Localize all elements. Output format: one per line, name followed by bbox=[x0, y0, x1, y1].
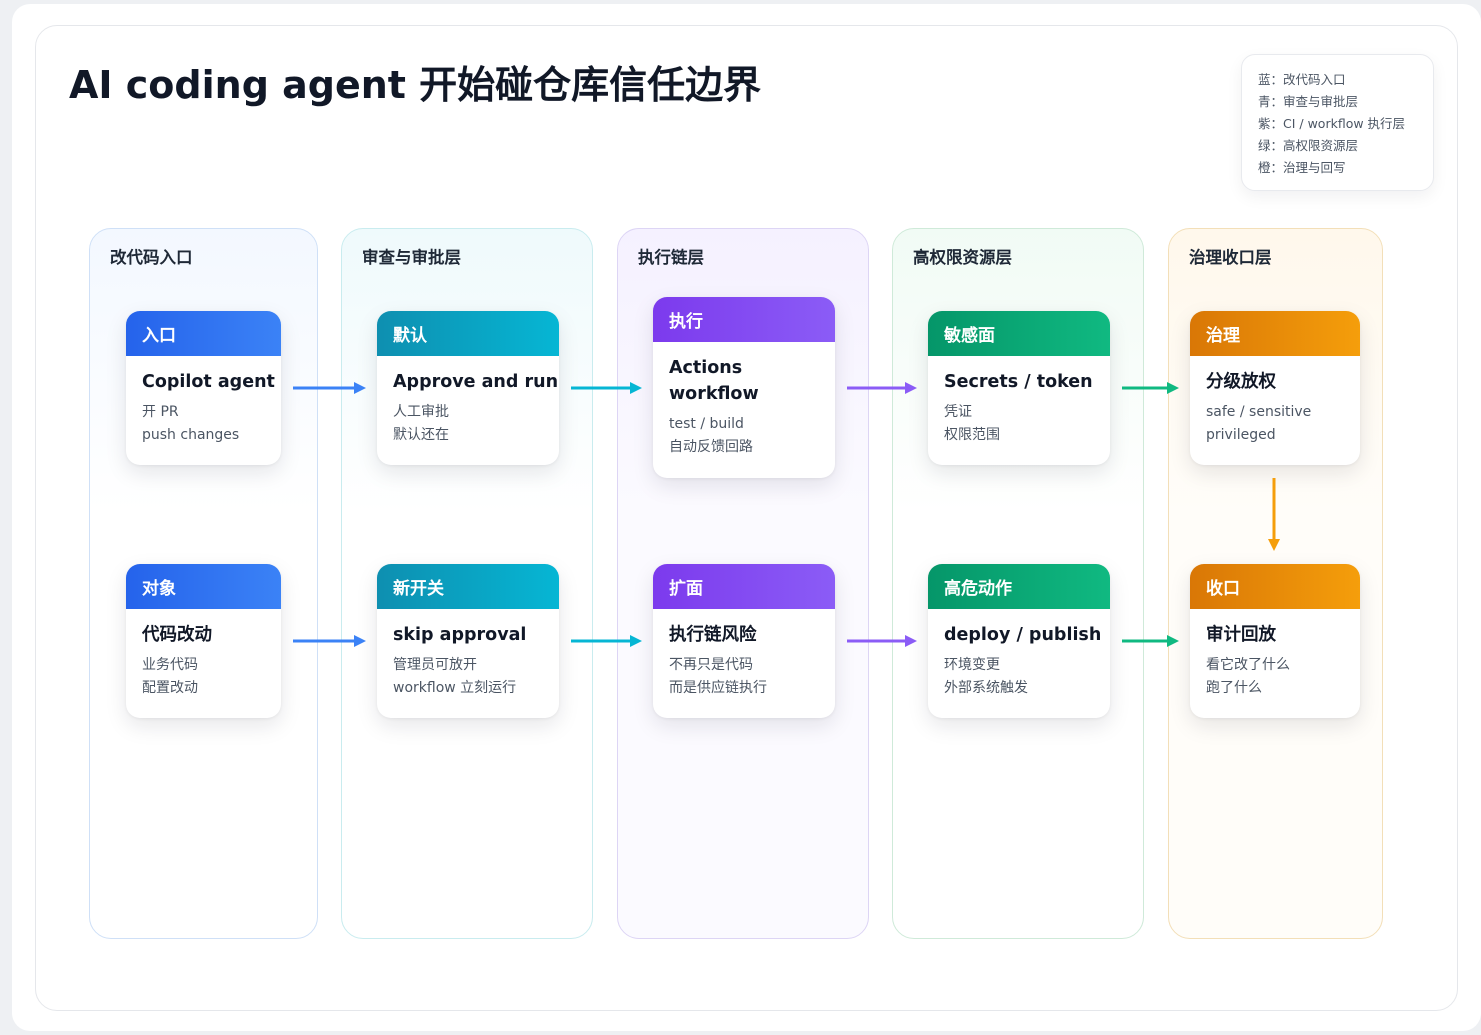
color-legend: 蓝：改代码入口 青：审查与审批层 紫：CI / workflow 执行层 绿：高… bbox=[1241, 54, 1434, 191]
lane-title: 高权限资源层 bbox=[913, 248, 1012, 267]
card-line: 管理员可放开 bbox=[393, 657, 477, 673]
card-approve-and-run: 默认 Approve and run 人工审批 默认还在 bbox=[377, 311, 559, 465]
card-tag: 对象 bbox=[126, 564, 281, 609]
card-tiered-permissions: 治理 分级放权 safe / sensitive privileged bbox=[1190, 311, 1360, 465]
card-line: 跑了什么 bbox=[1206, 680, 1262, 696]
card-line: workflow 立刻运行 bbox=[393, 680, 517, 696]
card-tag: 执行 bbox=[653, 297, 835, 342]
card-title: Actions workflow bbox=[669, 358, 759, 404]
card-line: 业务代码 bbox=[142, 657, 198, 673]
card-tag: 治理 bbox=[1190, 311, 1360, 356]
page-title: AI coding agent 开始碰仓库信任边界 bbox=[69, 63, 762, 107]
card-title: 分级放权 bbox=[1206, 372, 1276, 392]
card-line: 配置改动 bbox=[142, 680, 198, 696]
lane-title: 执行链层 bbox=[638, 248, 704, 267]
card-tag: 默认 bbox=[377, 311, 559, 356]
card-line: 不再只是代码 bbox=[669, 657, 753, 673]
card-tag: 新开关 bbox=[377, 564, 559, 609]
card-line: 开 PR bbox=[142, 404, 179, 420]
card-tag: 高危动作 bbox=[928, 564, 1110, 609]
card-execution-chain-risk: 扩面 执行链风险 不再只是代码 而是供应链执行 bbox=[653, 564, 835, 718]
card-line: 而是供应链执行 bbox=[669, 680, 767, 696]
legend-item-orange: 橙：治理与回写 bbox=[1258, 160, 1346, 175]
card-copilot-agent: 入口 Copilot agent 开 PR push changes bbox=[126, 311, 281, 465]
card-tag: 收口 bbox=[1190, 564, 1360, 609]
card-line: 看它改了什么 bbox=[1206, 657, 1290, 673]
card-title: deploy / publish bbox=[944, 625, 1102, 645]
card-tag: 扩面 bbox=[653, 564, 835, 609]
card-line: 自动反馈回路 bbox=[669, 439, 753, 455]
card-line: safe / sensitive bbox=[1206, 404, 1312, 420]
card-line: test / build bbox=[669, 416, 744, 432]
card-line: push changes bbox=[142, 427, 240, 443]
legend-item-cyan: 青：审查与审批层 bbox=[1258, 94, 1359, 109]
lane-title: 治理收口层 bbox=[1189, 248, 1272, 267]
card-line: 人工审批 bbox=[393, 404, 449, 420]
card-line: 环境变更 bbox=[944, 657, 1000, 673]
lane-title: 审查与审批层 bbox=[362, 248, 461, 267]
card-title: Copilot agent bbox=[142, 372, 275, 392]
card-title: skip approval bbox=[393, 625, 527, 645]
card-deploy-publish: 高危动作 deploy / publish 环境变更 外部系统触发 bbox=[928, 564, 1110, 718]
legend-item-purple: 紫：CI / workflow 执行层 bbox=[1258, 116, 1406, 131]
card-tag: 入口 bbox=[126, 311, 281, 356]
card-title: 审计回放 bbox=[1206, 625, 1276, 645]
legend-item-green: 绿：高权限资源层 bbox=[1258, 138, 1359, 153]
card-title: 代码改动 bbox=[142, 625, 212, 645]
card-skip-approval: 新开关 skip approval 管理员可放开 workflow 立刻运行 bbox=[377, 564, 559, 718]
card-actions-workflow: 执行 Actions workflow test / build 自动反馈回路 bbox=[653, 297, 835, 478]
card-code-changes: 对象 代码改动 业务代码 配置改动 bbox=[126, 564, 281, 718]
card-tag: 敏感面 bbox=[928, 311, 1110, 356]
card-secrets-token: 敏感面 Secrets / token 凭证 权限范围 bbox=[928, 311, 1110, 465]
card-line: 默认还在 bbox=[393, 427, 449, 443]
card-line: privileged bbox=[1206, 427, 1276, 443]
lane-title: 改代码入口 bbox=[110, 248, 193, 267]
legend-item-blue: 蓝：改代码入口 bbox=[1258, 72, 1346, 87]
card-line: 权限范围 bbox=[944, 427, 1000, 443]
card-line: 外部系统触发 bbox=[944, 680, 1028, 696]
card-title: Approve and run bbox=[393, 372, 559, 392]
card-line: 凭证 bbox=[944, 404, 972, 420]
card-audit-replay: 收口 审计回放 看它改了什么 跑了什么 bbox=[1190, 564, 1360, 718]
card-title: 执行链风险 bbox=[669, 625, 757, 645]
card-title: Secrets / token bbox=[944, 372, 1093, 392]
